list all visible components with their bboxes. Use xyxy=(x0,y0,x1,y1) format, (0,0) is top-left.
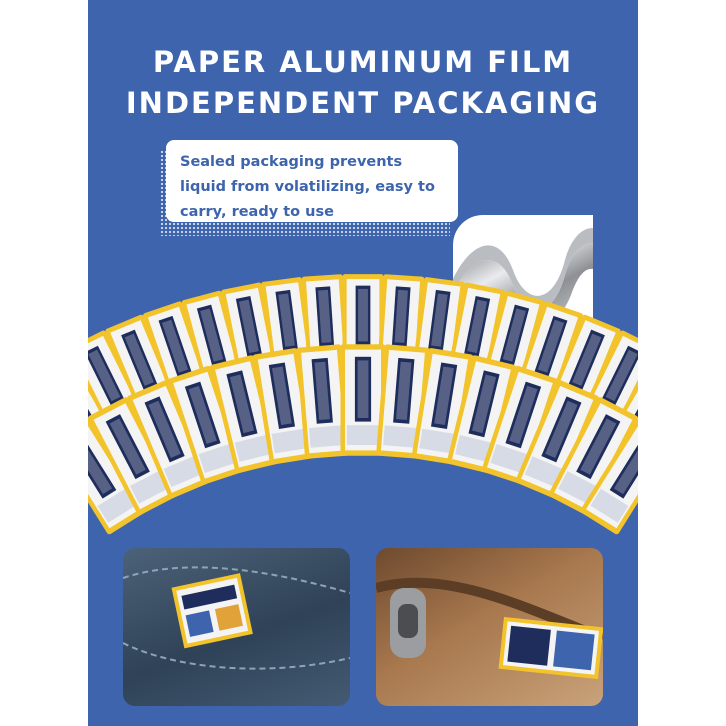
headline-line-2: INDEPENDENT PACKAGING xyxy=(125,86,601,120)
callout-box: Sealed packaging prevents liquid from vo… xyxy=(166,140,458,222)
jeans-pocket-icon xyxy=(123,566,350,670)
callout-line-3: carry, ready to use xyxy=(180,204,334,220)
film-roll-icon xyxy=(448,228,603,328)
product-panel: PAPER ALUMINUM FILM INDEPENDENT PACKAGIN… xyxy=(88,0,638,726)
headline-line-1: PAPER ALUMINUM FILM xyxy=(152,45,574,79)
callout-line-1: Sealed packaging prevents xyxy=(180,154,403,170)
jeans-pocket-photo xyxy=(123,548,350,706)
zipper-icon xyxy=(376,577,603,680)
bag-zipper-photo xyxy=(376,548,603,706)
callout-line-2: liquid from volatilizing, easy to xyxy=(180,179,435,195)
